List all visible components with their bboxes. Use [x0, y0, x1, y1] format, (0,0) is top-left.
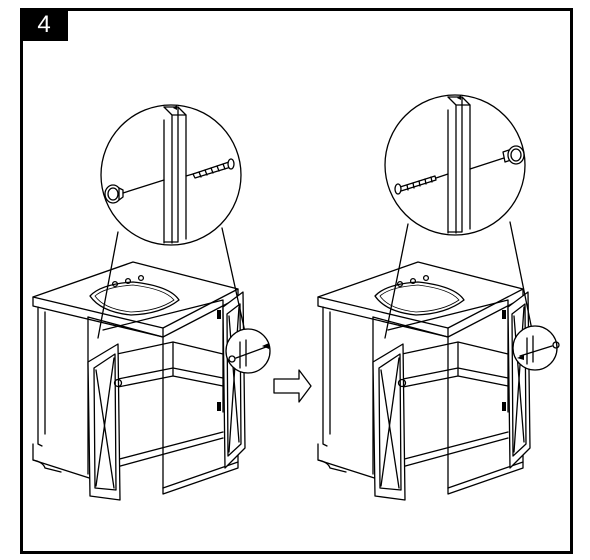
panel-after [317, 94, 560, 501]
knob-icon [397, 378, 407, 388]
step-number-badge: 4 [20, 8, 68, 41]
callout-leader-line [221, 227, 246, 333]
knob-icon [113, 378, 123, 388]
panel-before [32, 104, 271, 501]
knob-icon [228, 355, 236, 363]
detail-callout-after [384, 94, 526, 236]
vanity-cabinet-left [32, 261, 246, 501]
vanity-cabinet-right [317, 261, 531, 501]
detail-marker-circle [225, 328, 271, 374]
detail-callout-before [100, 104, 242, 246]
callout-leader-line [509, 221, 533, 331]
knob-icon [552, 341, 560, 349]
callout-leader-line [384, 223, 409, 339]
arrow-right-icon [273, 369, 312, 403]
callout-leader-line [97, 231, 119, 339]
detail-marker-circle [512, 325, 558, 371]
